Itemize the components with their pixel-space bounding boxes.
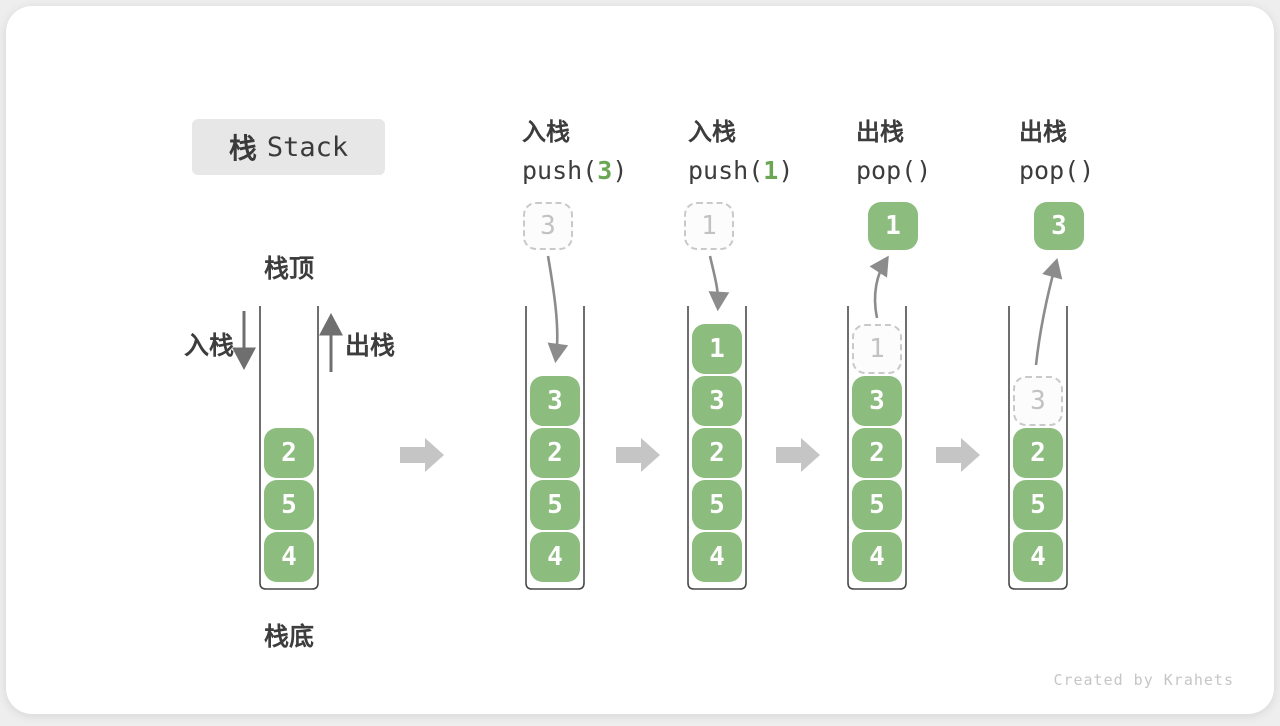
stack4-cell: 5: [852, 480, 902, 530]
stack3-incoming-ghost-box: 1: [684, 202, 734, 250]
stack-bottom-label: 栈底: [263, 622, 314, 651]
title-box: 栈 Stack: [192, 119, 385, 175]
stack5-cell: 4: [1013, 532, 1063, 582]
stack3-cell: 4: [692, 532, 742, 582]
op-code-arg: 3: [597, 156, 613, 185]
op-label-push-3: 入栈 push(3): [522, 112, 627, 185]
op-label-pop-3: 出栈 pop(): [1019, 112, 1094, 185]
diagram-card: 栈 Stack 入栈 push(3) 入栈 push(1) 出栈 pop() 出…: [6, 6, 1274, 714]
stack-container-4: [847, 306, 907, 590]
op-cjk: 入栈: [522, 118, 570, 146]
op-code-arg: 1: [763, 156, 779, 185]
stack-container-3: [687, 306, 747, 590]
op-label-push-1: 入栈 push(1): [688, 112, 793, 185]
stack2-cell: 3: [530, 376, 580, 426]
footer-credit: Created by Krahets: [1053, 671, 1234, 689]
stack4-cell: 3: [852, 376, 902, 426]
stack3-cell: 5: [692, 480, 742, 530]
op-cjk: 入栈: [688, 118, 736, 146]
stack1-cell: 5: [264, 480, 314, 530]
push-1-arrow-icon: [708, 255, 730, 312]
step-arrow-icon: [400, 438, 444, 472]
stack3-cell: 1: [692, 324, 742, 374]
stack-container-5: [1008, 306, 1068, 590]
stack4-removed-ghost-cell: 1: [852, 324, 902, 374]
stack1-cell: 2: [264, 428, 314, 478]
stack4-popped-box: 1: [868, 202, 918, 250]
push-side-label: 入栈: [183, 331, 234, 360]
step-arrow-icon: [616, 438, 660, 472]
stack3-cell: 3: [692, 376, 742, 426]
stack3-cell: 2: [692, 428, 742, 478]
pop-side-label: 出栈: [345, 331, 396, 360]
title-en: Stack: [266, 131, 349, 163]
stack-container-1: [259, 306, 319, 590]
op-cjk: 出栈: [856, 118, 904, 146]
op-code: pop(): [1019, 156, 1095, 185]
stack5-removed-ghost-cell: 3: [1013, 376, 1063, 426]
stack2-cell: 5: [530, 480, 580, 530]
stack4-cell: 4: [852, 532, 902, 582]
stack5-cell: 2: [1013, 428, 1063, 478]
op-code: push(1): [688, 156, 794, 185]
stack5-popped-box: 3: [1034, 202, 1084, 250]
step-arrow-icon: [776, 438, 820, 472]
step-arrow-icon: [936, 438, 980, 472]
stack2-cell: 4: [530, 532, 580, 582]
op-code: pop(): [856, 156, 932, 185]
stack-container-2: [525, 306, 585, 590]
stack2-cell: 2: [530, 428, 580, 478]
op-code: push(3): [522, 156, 628, 185]
op-cjk: 出栈: [1019, 118, 1067, 146]
stack2-incoming-ghost-box: 3: [523, 202, 573, 250]
title-cjk: 栈: [228, 132, 257, 165]
stack-top-label: 栈顶: [263, 254, 314, 283]
op-label-pop-1: 出栈 pop(): [856, 112, 931, 185]
stack4-cell: 2: [852, 428, 902, 478]
stack5-cell: 5: [1013, 480, 1063, 530]
stack1-cell: 4: [264, 532, 314, 582]
